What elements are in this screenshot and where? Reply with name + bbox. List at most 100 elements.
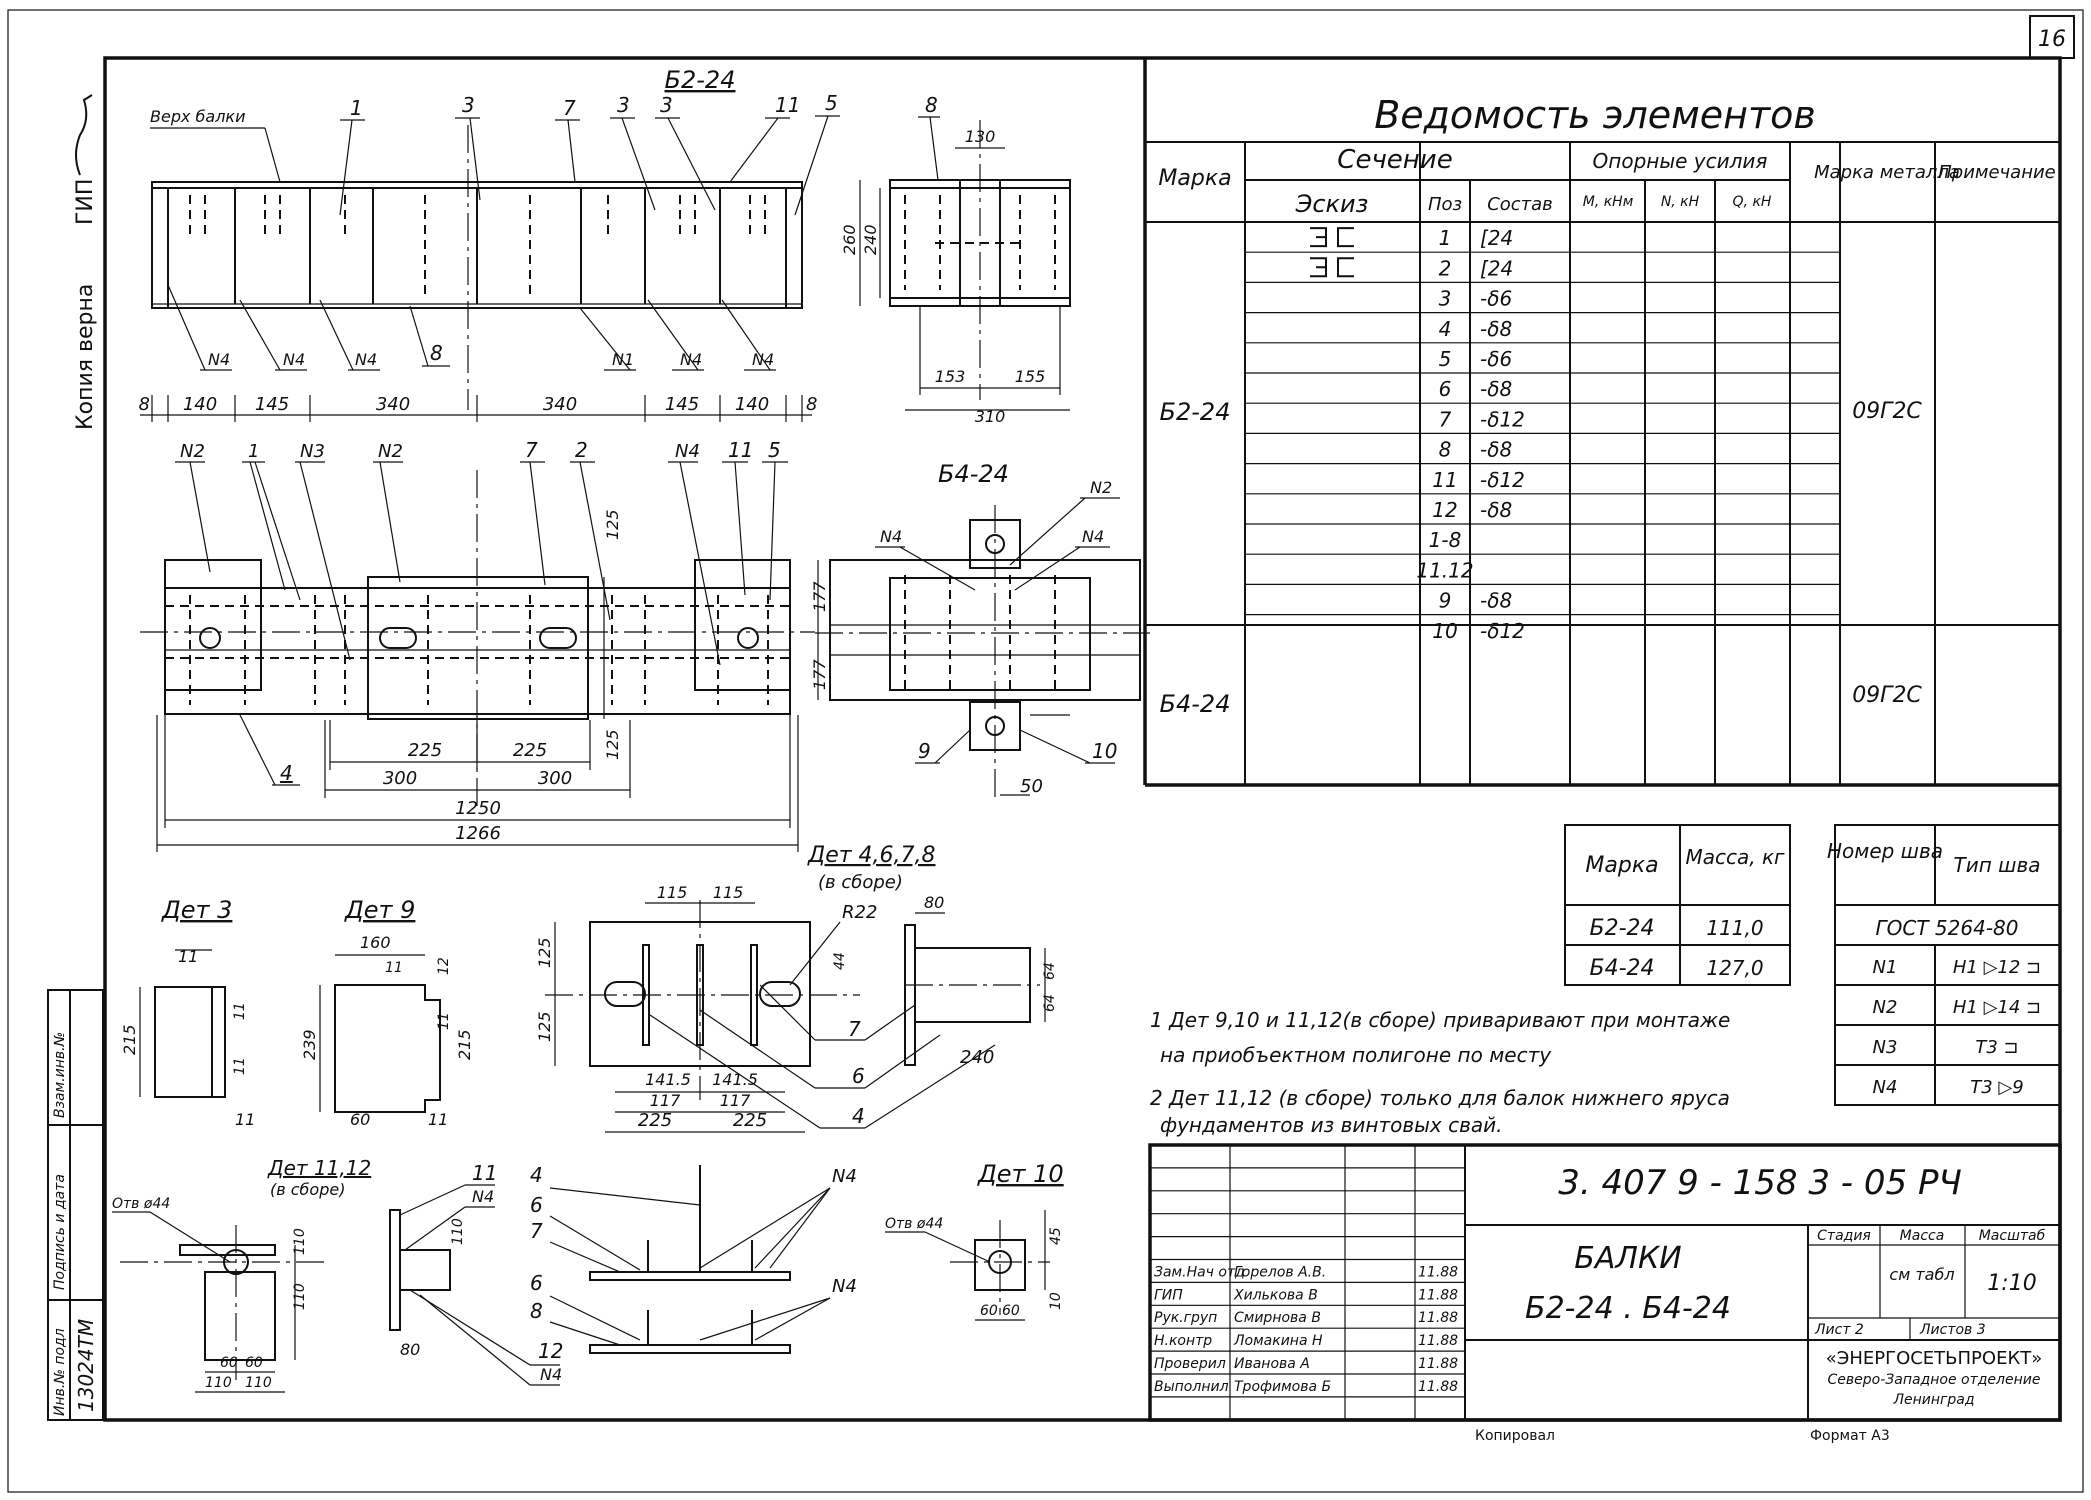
dim-top-145a: 145 — [255, 394, 289, 415]
note-1b: на приобъектном полигоне по месту — [1160, 1043, 1552, 1067]
weld-row-number: N4 — [1873, 1077, 1898, 1098]
detail-10: Дет 10 Отв ø44 45 10 60 60 — [885, 1160, 1064, 1321]
det1112-dim-50: 110 — [450, 1218, 466, 1245]
signer-date: 11.88 — [1418, 1333, 1458, 1349]
dim-top-145b: 145 — [665, 394, 699, 415]
plan-callout-n3: N3 — [300, 441, 325, 462]
plan-view: N2 1 N3 N2 7 2 N4 11 5 — [140, 438, 815, 852]
col-support-forces: Опорные усилия — [1593, 149, 1768, 173]
signer-date: 11.88 — [1418, 1287, 1458, 1303]
table-cell-pos: 9 — [1439, 589, 1452, 613]
plan-dim-300a: 300 — [383, 768, 417, 789]
det4678-callout-4: 4 — [852, 1104, 865, 1128]
plan-callout-n2a: N2 — [180, 441, 205, 462]
signer-role: Зам.Нач отд — [1154, 1264, 1245, 1280]
det4678-callout-6: 6 — [852, 1064, 865, 1088]
det10-dim-60a: 60 — [980, 1303, 998, 1319]
b4-callout-n4b: N4 — [1082, 527, 1104, 546]
det4678-dim-125b: 125 — [535, 1011, 554, 1042]
signer-name: Горелов А.В. — [1234, 1264, 1326, 1280]
callout-3c: 3 — [660, 93, 673, 117]
det4678-dim-117b: 117 — [720, 1091, 751, 1110]
group-steel-b2: 09Г2С — [1852, 399, 1922, 424]
scale-value: 1:10 — [1987, 1271, 2036, 1296]
col-pos: Поз — [1428, 194, 1462, 215]
weld-label-3: N4 — [355, 350, 377, 369]
section-dim-153: 153 — [935, 367, 966, 386]
weld-standard: ГОСТ 5264-80 — [1876, 916, 2019, 940]
weld-row-number: N2 — [1873, 997, 1898, 1018]
mass-row1-mark: Б2-24 — [1589, 916, 1654, 941]
plan-callout-11: 11 — [728, 438, 753, 462]
b4-title: Б4-24 — [938, 460, 1009, 488]
signer-name: Иванова А — [1234, 1356, 1310, 1372]
det1112-dim-110a: 110 — [292, 1228, 308, 1255]
detail-9: Дет 9 160 11 12 239 11 215 60 11 — [300, 896, 474, 1129]
det9-title: Дет 9 — [344, 896, 415, 924]
weld-row-number: N3 — [1873, 1037, 1898, 1058]
table-cell-composition: -δ8 — [1480, 317, 1512, 341]
mass-row2-value: 127,0 — [1706, 956, 1763, 980]
table-cell-pos: 10 — [1432, 619, 1457, 643]
stage-label: Стадия — [1817, 1228, 1871, 1244]
det3-dim-11a: 11 — [178, 947, 198, 966]
copy-verified-label: Копия верна — [73, 284, 98, 430]
det4678-callout-7: 7 — [848, 1017, 861, 1041]
det10-dim-10: 10 — [1048, 1292, 1064, 1310]
table-cell-composition: [24 — [1480, 256, 1513, 280]
weld-row-number: N1 — [1873, 957, 1898, 978]
table-cell-composition: -δ12 — [1480, 468, 1525, 492]
asm-callout-4: 4 — [530, 1163, 543, 1187]
b4-callout-n2: N2 — [1090, 478, 1112, 497]
note-2b: фундаментов из винтовых свай. — [1160, 1113, 1503, 1137]
table-cell-pos: 11.12 — [1416, 558, 1473, 582]
det1112-dim-110c: 110 — [205, 1375, 232, 1391]
section-view: 8 130 260 240 153 155 310 — [840, 93, 1071, 426]
plan-callout-4: 4 — [280, 761, 293, 785]
signer-role: Выполнил — [1154, 1379, 1229, 1395]
det9-dim-11a: 11 — [385, 960, 403, 976]
table-cell-composition: -δ12 — [1480, 407, 1525, 431]
mass-table: Марка Масса, кг Б2-24 111,0 Б4-24 127,0 — [1564, 824, 1791, 986]
det9-dim-11c: 11 — [428, 1110, 448, 1129]
table-cell-pos: 8 — [1439, 438, 1452, 462]
signer-role: Проверил — [1154, 1356, 1226, 1372]
section-dim-155: 155 — [1015, 367, 1046, 386]
signer-date: 11.88 — [1418, 1264, 1458, 1280]
det9-dim-239: 239 — [300, 1029, 319, 1060]
det4678-dim-141-5b: 141.5 — [712, 1070, 758, 1089]
inv-orig-label: Инв.№ подл — [52, 1328, 68, 1416]
callout-3b: 3 — [617, 93, 630, 117]
dim-top-8b: 8 — [806, 394, 817, 415]
plan-callout-5: 5 — [768, 438, 781, 462]
mass-col-mark: Марка — [1585, 853, 1658, 878]
asm-callout-n4b: N4 — [832, 1276, 857, 1297]
mass-label: Масса — [1900, 1228, 1945, 1244]
table-cell-composition: [24 — [1480, 226, 1513, 250]
b4-dim-177b: 177 — [810, 659, 829, 690]
top-of-beam-label: Верх балки — [150, 107, 246, 126]
det1112-callout-n4b: N4 — [540, 1365, 562, 1384]
mass-value: см табл — [1889, 1265, 1954, 1284]
org-sub2: Ленинград — [1892, 1392, 1974, 1408]
plan-dim-300b: 300 — [538, 768, 572, 789]
signature-mark — [75, 94, 93, 176]
plan-callout-1: 1 — [248, 441, 259, 462]
plan-dim-225a: 225 — [408, 740, 442, 761]
org-sub1: Северо-Западное отделение — [1828, 1372, 2041, 1388]
table-cell-composition: -δ8 — [1480, 377, 1512, 401]
signer-date: 11.88 — [1418, 1356, 1458, 1372]
table-cell-pos: 1 — [1439, 226, 1452, 250]
det1112-callout-n4a: N4 — [472, 1187, 494, 1206]
asm-callout-6b: 6 — [530, 1271, 543, 1295]
table-cell-pos: 4 — [1439, 317, 1452, 341]
det4678-dim-64b: 64 — [1042, 994, 1058, 1012]
note-1a: 1 Дет 9,10 и 11,12(в сборе) приваривают … — [1150, 1008, 1730, 1032]
b4-view: Б4-24 N2 N4 N4 9 10 — [810, 460, 1150, 800]
det1112-title: Дет 11,12 — [267, 1156, 371, 1180]
det4678-dim-115a: 115 — [657, 883, 688, 902]
det3-title: Дет 3 — [161, 896, 232, 924]
col-n: N, кН — [1661, 194, 1700, 210]
det4678-dim-r22: R22 — [842, 902, 877, 923]
